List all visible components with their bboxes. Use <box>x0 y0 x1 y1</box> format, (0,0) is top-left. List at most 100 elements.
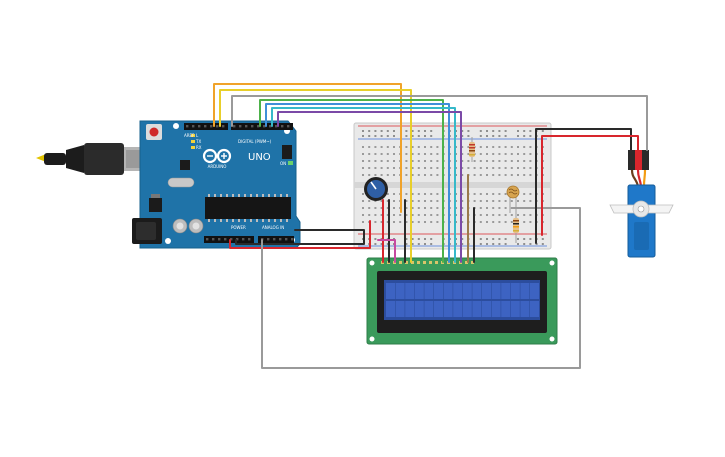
breadboard-hole[interactable] <box>405 193 408 195</box>
breadboard-hole[interactable] <box>417 193 420 195</box>
breadboard-rail-hole[interactable] <box>498 243 501 245</box>
breadboard-rail-hole[interactable] <box>430 243 433 245</box>
breadboard-hole[interactable] <box>368 160 371 162</box>
breadboard-rail-hole[interactable] <box>374 135 377 137</box>
breadboard-hole[interactable] <box>504 214 507 216</box>
breadboard-hole[interactable] <box>498 200 501 202</box>
breadboard-hole[interactable] <box>405 207 408 209</box>
breadboard-hole[interactable] <box>417 160 420 162</box>
breadboard-hole[interactable] <box>411 221 414 223</box>
breadboard-rail-hole[interactable] <box>498 238 501 240</box>
wire-black-gnd[interactable] <box>235 229 365 245</box>
breadboard-hole[interactable] <box>386 200 389 202</box>
breadboard-rail-hole[interactable] <box>417 130 420 132</box>
breadboard-hole[interactable] <box>486 221 488 223</box>
breadboard-rail-hole[interactable] <box>393 130 395 132</box>
lcd-pin[interactable] <box>465 261 468 264</box>
breadboard-rail-hole[interactable] <box>405 130 408 132</box>
breadboard-hole[interactable] <box>529 146 532 148</box>
breadboard-rail-hole[interactable] <box>461 238 464 240</box>
breadboard-hole[interactable] <box>362 160 364 162</box>
digital-pin[interactable] <box>251 125 254 128</box>
breadboard-rail-hole[interactable] <box>479 135 482 137</box>
breadboard-hole[interactable] <box>529 200 532 202</box>
breadboard-hole[interactable] <box>436 221 439 223</box>
breadboard-hole[interactable] <box>393 221 395 223</box>
breadboard-rail-hole[interactable] <box>517 243 519 245</box>
breadboard-hole[interactable] <box>393 174 395 176</box>
breadboard-hole[interactable] <box>368 174 371 176</box>
breadboard-rail-hole[interactable] <box>417 135 420 137</box>
breadboard-hole[interactable] <box>424 174 426 176</box>
breadboard-hole[interactable] <box>479 214 482 216</box>
wire-yellow-d11[interactable] <box>219 89 412 263</box>
breadboard-hole[interactable] <box>386 193 389 195</box>
breadboard-rail-hole[interactable] <box>504 243 507 245</box>
breadboard-hole[interactable] <box>411 167 414 169</box>
breadboard-hole[interactable] <box>368 153 371 155</box>
breadboard-hole[interactable] <box>362 153 364 155</box>
breadboard-hole[interactable] <box>504 153 507 155</box>
breadboard-hole[interactable] <box>523 193 526 195</box>
breadboard-hole[interactable] <box>380 200 383 202</box>
breadboard-hole[interactable] <box>411 146 414 148</box>
analog-pin[interactable] <box>285 238 288 241</box>
breadboard-hole[interactable] <box>430 193 433 195</box>
breadboard-hole[interactable] <box>362 221 364 223</box>
breadboard-hole[interactable] <box>504 167 507 169</box>
breadboard-rail-hole[interactable] <box>492 130 495 132</box>
breadboard-rail-hole[interactable] <box>461 130 464 132</box>
breadboard-hole[interactable] <box>374 214 377 216</box>
breadboard-hole[interactable] <box>424 207 426 209</box>
breadboard-hole[interactable] <box>374 221 377 223</box>
breadboard-hole[interactable] <box>492 167 495 169</box>
breadboard-rail-hole[interactable] <box>529 238 532 240</box>
breadboard-hole[interactable] <box>510 174 513 176</box>
breadboard-rail-hole[interactable] <box>430 130 433 132</box>
power-pin[interactable] <box>212 238 215 241</box>
breadboard-hole[interactable] <box>380 221 383 223</box>
lcd-pin[interactable] <box>405 261 408 264</box>
breadboard-rail-hole[interactable] <box>504 135 507 137</box>
breadboard-hole[interactable] <box>399 221 402 223</box>
breadboard-hole[interactable] <box>436 153 439 155</box>
breadboard-hole[interactable] <box>523 200 526 202</box>
digital-pin[interactable] <box>245 125 248 128</box>
breadboard-hole[interactable] <box>473 167 476 169</box>
breadboard-hole[interactable] <box>405 160 408 162</box>
breadboard-hole[interactable] <box>430 214 433 216</box>
breadboard-rail-hole[interactable] <box>380 130 383 132</box>
power-pin[interactable] <box>248 238 251 241</box>
digital-pin[interactable] <box>192 125 195 128</box>
breadboard-hole[interactable] <box>510 167 513 169</box>
breadboard-hole[interactable] <box>436 174 439 176</box>
servo-motor[interactable] <box>609 150 674 258</box>
breadboard-hole[interactable] <box>417 207 420 209</box>
breadboard-hole[interactable] <box>362 200 364 202</box>
breadboard-hole[interactable] <box>473 174 476 176</box>
breadboard-hole[interactable] <box>430 207 433 209</box>
breadboard-hole[interactable] <box>517 200 519 202</box>
lcd-pin[interactable] <box>471 261 474 264</box>
breadboard-hole[interactable] <box>417 214 420 216</box>
breadboard-rail-hole[interactable] <box>386 243 389 245</box>
digital-pin[interactable] <box>233 125 236 128</box>
breadboard-rail-hole[interactable] <box>523 243 526 245</box>
lcd-pin[interactable] <box>417 261 420 264</box>
breadboard-rail-hole[interactable] <box>486 130 488 132</box>
digital-pin[interactable] <box>287 125 290 128</box>
power-pin[interactable] <box>224 238 227 241</box>
breadboard-hole[interactable] <box>517 167 519 169</box>
breadboard-hole[interactable] <box>405 221 408 223</box>
breadboard-rail-hole[interactable] <box>492 135 495 137</box>
breadboard-hole[interactable] <box>529 221 532 223</box>
breadboard-hole[interactable] <box>405 174 408 176</box>
digital-pin[interactable] <box>186 125 189 128</box>
breadboard-rail-hole[interactable] <box>498 135 501 137</box>
breadboard-hole[interactable] <box>467 167 470 169</box>
breadboard-hole[interactable] <box>405 167 408 169</box>
breadboard-hole[interactable] <box>436 167 439 169</box>
breadboard-hole[interactable] <box>424 146 426 148</box>
digital-pin[interactable] <box>216 125 219 128</box>
breadboard-hole[interactable] <box>486 174 488 176</box>
